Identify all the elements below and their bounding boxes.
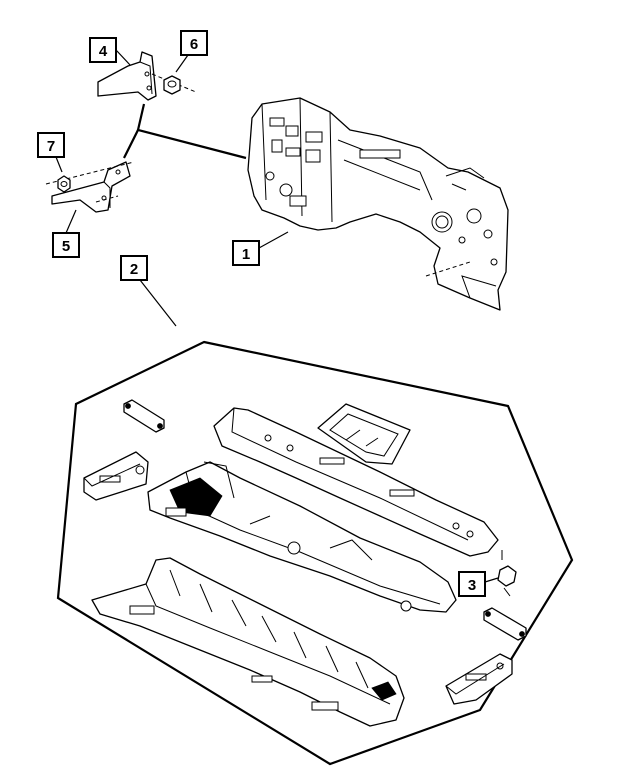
leader-2 (139, 279, 177, 327)
small-clip-part-lower (483, 607, 527, 641)
leader-3 (484, 577, 499, 583)
lower-plenum-panel (91, 557, 405, 727)
leader-5 (65, 209, 77, 234)
svg-text:4: 4 (99, 43, 108, 60)
leader-7 (55, 156, 63, 173)
dash-panel-part (247, 97, 509, 311)
leader-6 (175, 54, 189, 73)
svg-text:2: 2 (130, 261, 138, 278)
plenum-center-panel (147, 461, 457, 613)
bracket-plate-right (445, 653, 513, 705)
svg-text:6: 6 (190, 36, 198, 53)
small-clip-part-upper (123, 399, 165, 433)
svg-text:3: 3 (468, 577, 476, 594)
callout-3[interactable]: 3 (458, 571, 486, 597)
svg-text:5: 5 (62, 238, 70, 255)
callout-4[interactable]: 4 (89, 37, 117, 63)
callout-2[interactable]: 2 (120, 255, 148, 281)
callout-1[interactable]: 1 (232, 240, 260, 266)
cowl-top-panel (213, 407, 499, 557)
callout-7[interactable]: 7 (37, 132, 65, 158)
bracket-to-panel-line (136, 103, 247, 160)
leader-4 (115, 49, 132, 67)
nut-part-6 (163, 75, 181, 95)
callout-5[interactable]: 5 (52, 232, 80, 258)
bolt-part-3 (497, 550, 517, 597)
bracket-plate-left (83, 451, 149, 501)
cowl-tray-part (317, 403, 411, 465)
leader-1 (258, 231, 289, 249)
bracket-branch-line (123, 129, 139, 159)
svg-text:1: 1 (242, 246, 250, 263)
nut-part-7 (57, 175, 71, 193)
svg-text:7: 7 (47, 138, 55, 155)
callout-6[interactable]: 6 (180, 30, 208, 56)
upper-bracket-part (97, 51, 197, 101)
